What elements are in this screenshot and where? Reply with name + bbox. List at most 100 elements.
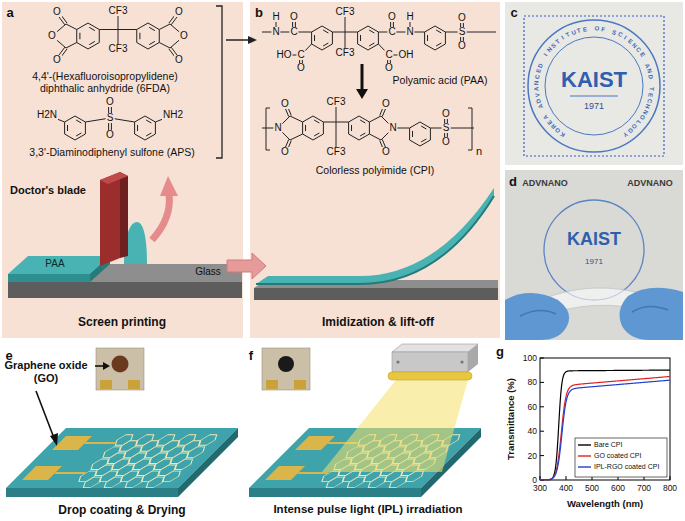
structures xyxy=(47,11,496,152)
label-holder: O xyxy=(52,55,62,65)
inset-pad xyxy=(294,380,306,389)
bond xyxy=(462,32,496,33)
cpi-film-edge xyxy=(256,196,494,284)
label-holder: H2N xyxy=(36,110,58,120)
bracket xyxy=(468,108,472,150)
tick xyxy=(540,431,544,432)
emblem-letter xyxy=(540,110,547,115)
emblem-letter: T xyxy=(647,87,654,91)
emblem-letter: T xyxy=(565,31,571,39)
panel-letter: f xyxy=(249,348,253,363)
bond xyxy=(314,133,319,136)
atom-label: C xyxy=(296,50,305,60)
label-holder: O xyxy=(105,130,115,140)
label-holder: O xyxy=(387,12,397,22)
step-caption: Intense pulse light (IPL) irradiation xyxy=(273,503,462,517)
label-holder: g xyxy=(496,344,504,359)
bond xyxy=(369,43,374,46)
atom-label: N xyxy=(273,123,282,133)
label-holder: 80 xyxy=(528,377,537,387)
label-holder: OH xyxy=(398,50,415,60)
reaction-arrow-head xyxy=(356,89,368,99)
label-holder: Wavelength (nm) xyxy=(567,498,643,509)
spectrum-curve xyxy=(540,380,670,479)
label-holder: O xyxy=(384,63,394,73)
bond xyxy=(345,32,358,33)
bond xyxy=(436,30,441,33)
bond xyxy=(99,29,118,30)
emblem-letter: A xyxy=(643,62,651,69)
label-holder: O xyxy=(105,97,115,107)
reaction-arrow xyxy=(226,39,250,41)
benzene-ring xyxy=(137,23,160,49)
emblem-ring xyxy=(545,37,643,135)
blade-side xyxy=(120,172,128,258)
panel-text: Polyamic acid (PAA) xyxy=(393,74,488,86)
label-holder: Graphene oxide (GO) xyxy=(2,359,90,385)
legend-text: GO coated CPI xyxy=(594,452,641,460)
label-holder: c xyxy=(510,5,517,20)
panel-ground xyxy=(2,2,243,338)
label-holder: O xyxy=(457,13,467,23)
tick-label: 300 xyxy=(533,483,547,493)
panel-text: Colorless polyimide (CPI) xyxy=(316,164,434,176)
benzene-ring xyxy=(425,26,446,50)
glove xyxy=(620,288,683,340)
atom-label: H xyxy=(271,12,280,22)
motion-arrow xyxy=(152,194,169,240)
atom-label: HO xyxy=(276,50,293,60)
atom-label: O xyxy=(457,13,467,23)
atom-label: O xyxy=(387,12,397,22)
bond xyxy=(67,125,68,131)
bond xyxy=(421,126,426,129)
legend-line xyxy=(578,466,591,467)
bond xyxy=(436,43,441,46)
bond xyxy=(118,30,119,46)
label-holder: 300 xyxy=(533,483,547,493)
benzene-ring xyxy=(77,23,100,49)
legend-entry: IPL-RGO coated CPI xyxy=(578,463,659,471)
honeycomb-cell xyxy=(154,435,178,445)
legend-entry: GO coated CPI xyxy=(578,452,641,460)
label-holder: O xyxy=(174,7,184,17)
tick-label: 60 xyxy=(528,402,537,412)
emblem-letter: F xyxy=(601,26,606,34)
bond xyxy=(149,27,155,30)
bond xyxy=(290,116,303,122)
label-holder: 500 xyxy=(585,483,599,493)
atom-label: N xyxy=(271,27,280,37)
atom-label: OH xyxy=(398,50,415,60)
pointer-arrow-head xyxy=(50,433,58,446)
emblem-letter: D xyxy=(535,98,543,104)
panel-ground xyxy=(250,2,500,338)
emblem-ring xyxy=(528,20,660,152)
electrode-lead xyxy=(55,472,85,475)
atom-label: O xyxy=(174,55,184,65)
atom-label: O xyxy=(441,109,451,119)
text-holder: Polyamic acid (PAA) xyxy=(393,74,488,86)
text-holder: Imidization & lift-off xyxy=(322,315,434,329)
honeycomb-cell xyxy=(402,471,426,481)
honeycomb-cell xyxy=(184,447,208,457)
legend-box xyxy=(575,438,667,477)
motion-arrow-head xyxy=(160,176,178,196)
label-holder: N xyxy=(388,123,397,133)
spectrum-curve xyxy=(540,376,670,479)
lamp-screw xyxy=(460,360,463,363)
light-beam xyxy=(322,380,468,472)
reaction-arrow-head xyxy=(248,36,257,44)
label-holder: O xyxy=(174,55,184,65)
emblem-letter: A xyxy=(533,87,540,92)
tick-label: 700 xyxy=(637,483,651,493)
label-holder: CF3 xyxy=(326,97,347,107)
atom-label: O xyxy=(384,63,394,73)
atom-label: O xyxy=(441,137,451,147)
atom-label: CF3 xyxy=(326,97,347,107)
substrate-front xyxy=(6,488,178,497)
emblem-letter: E xyxy=(646,92,654,97)
label-holder: CF3 xyxy=(335,7,356,17)
emblem-letter: O xyxy=(594,25,599,32)
emblem-letter: E xyxy=(638,51,646,58)
label-holder: CF3 xyxy=(108,44,129,54)
tick xyxy=(566,476,567,480)
